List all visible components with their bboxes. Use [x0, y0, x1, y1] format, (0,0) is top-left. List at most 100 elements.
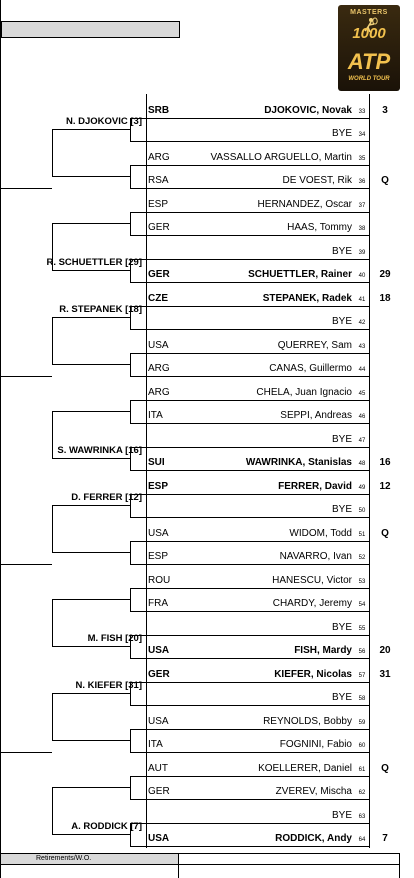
r1-connector-top	[130, 446, 146, 448]
r1-connector-bottom	[130, 423, 146, 424]
draw-position: 44	[358, 367, 366, 373]
atp-logo: MASTERS 1000 ATP WORLD TOUR	[338, 5, 400, 91]
entry-bottom-line	[146, 141, 369, 142]
country-code: ESP	[148, 551, 169, 562]
r2-connector-vertical	[52, 787, 53, 836]
player-name: FOGNINI, Fabio	[279, 739, 352, 750]
country-code: CZE	[148, 292, 168, 304]
entry-bottom-line	[146, 258, 369, 260]
entry-bottom-line	[146, 799, 369, 800]
country-code: ITA	[148, 739, 163, 750]
player-name: NAVARRO, Ivan	[279, 551, 352, 562]
player-name: BYE	[331, 433, 352, 445]
seed-label: Q	[381, 762, 389, 774]
r1-connector-bottom	[130, 658, 146, 659]
seed-label: 20	[379, 645, 391, 656]
entry-bottom-line	[146, 540, 369, 542]
draw-position: 62	[358, 790, 366, 796]
r1-connector-vertical	[130, 493, 131, 518]
country-code: USA	[148, 715, 169, 727]
r1-connector-vertical	[130, 305, 131, 330]
draw-position: 42	[358, 320, 366, 326]
logo-subtitle: WORLD TOUR	[348, 76, 390, 82]
round-winner-name: N. DJOKOVIC [3]	[65, 116, 142, 128]
footer-mid-line	[179, 864, 399, 865]
draw-position: 38	[358, 226, 366, 232]
entry-bottom-line	[146, 728, 369, 730]
r2-connector-vertical	[52, 505, 53, 554]
player-name: KIEFER, Nicolas	[274, 668, 352, 680]
seed-label: 3	[382, 104, 388, 116]
entry-bottom-line	[146, 564, 369, 565]
r1-connector-vertical	[130, 587, 131, 612]
r2-stub-top	[52, 505, 130, 507]
seed-label: Q	[381, 527, 389, 539]
draw-position: 60	[358, 743, 366, 749]
r1-connector-vertical	[130, 117, 131, 142]
player-name: FERRER, David	[278, 480, 352, 492]
r3-exit-line	[0, 188, 52, 189]
entry-bottom-line	[146, 681, 369, 683]
draw-position: 37	[358, 202, 366, 209]
entry-bottom-line	[146, 634, 369, 636]
country-code: USA	[148, 527, 169, 539]
draw-position: 41	[358, 296, 366, 303]
draw-position: 55	[358, 625, 366, 632]
r1-connector-vertical	[130, 258, 131, 283]
footer-top-line	[0, 853, 400, 854]
draw-position: 50	[358, 508, 366, 514]
entry-bottom-line	[146, 305, 369, 307]
country-code: ITA	[148, 410, 163, 421]
round-winner-name: D. FERRER [12]	[71, 492, 142, 504]
r2-stub-top	[52, 411, 130, 413]
draw-position: 35	[358, 155, 366, 162]
r1-connector-vertical	[130, 822, 131, 847]
r2-stub-top	[52, 317, 130, 319]
player-name: RODDICK, Andy	[275, 833, 352, 844]
player-name: STEPANEK, Radek	[262, 292, 352, 304]
seed-label: 29	[379, 269, 391, 280]
r1-connector-top	[130, 305, 146, 307]
r1-connector-vertical	[130, 634, 131, 659]
player-name: BYE	[331, 621, 352, 633]
header-box	[1, 21, 180, 38]
seed-label: 12	[379, 480, 391, 492]
entry-bottom-line	[146, 658, 369, 659]
r2-connector-vertical	[52, 411, 53, 460]
r2-stub-top	[52, 693, 130, 695]
number-column-line	[369, 94, 370, 848]
r1-connector-bottom	[130, 282, 146, 283]
r1-connector-vertical	[130, 164, 131, 189]
r2-stub-bottom	[52, 176, 130, 178]
r1-connector-bottom	[130, 846, 146, 847]
player-name: HERNANDEZ, Oscar	[257, 198, 352, 210]
r1-connector-top	[130, 822, 146, 824]
round-winner-name: R. STEPANEK [18]	[59, 304, 142, 316]
draw-position: 49	[358, 484, 366, 491]
r1-connector-vertical	[130, 540, 131, 565]
seed-label: Q	[381, 175, 389, 186]
country-code: GER	[148, 269, 170, 280]
entry-bottom-line	[146, 376, 369, 377]
entry-bottom-line	[146, 846, 369, 847]
country-code: USA	[148, 833, 170, 844]
draw-position: 43	[358, 343, 366, 350]
player-name: REYNOLDS, Bobby	[263, 715, 352, 727]
r2-stub-bottom	[52, 364, 130, 366]
draw-position: 47	[358, 437, 366, 444]
footer-divider	[178, 853, 179, 878]
entry-bottom-line	[146, 211, 369, 213]
r1-connector-bottom	[130, 517, 146, 518]
draw-position: 56	[358, 649, 366, 655]
round-winner-name: N. KIEFER [31]	[75, 680, 142, 692]
r2-stub-bottom	[52, 740, 130, 742]
r1-connector-bottom	[130, 799, 146, 800]
entry-bottom-line	[146, 282, 369, 283]
entry-bottom-line	[146, 752, 369, 753]
round-winner-name: A. RODDICK [7]	[71, 821, 142, 833]
country-code: SUI	[148, 457, 165, 468]
r2-stub-bottom	[52, 458, 130, 460]
player-name: HANESCU, Victor	[272, 574, 352, 586]
draw-position: 39	[358, 249, 366, 256]
r2-stub-top	[52, 129, 130, 131]
